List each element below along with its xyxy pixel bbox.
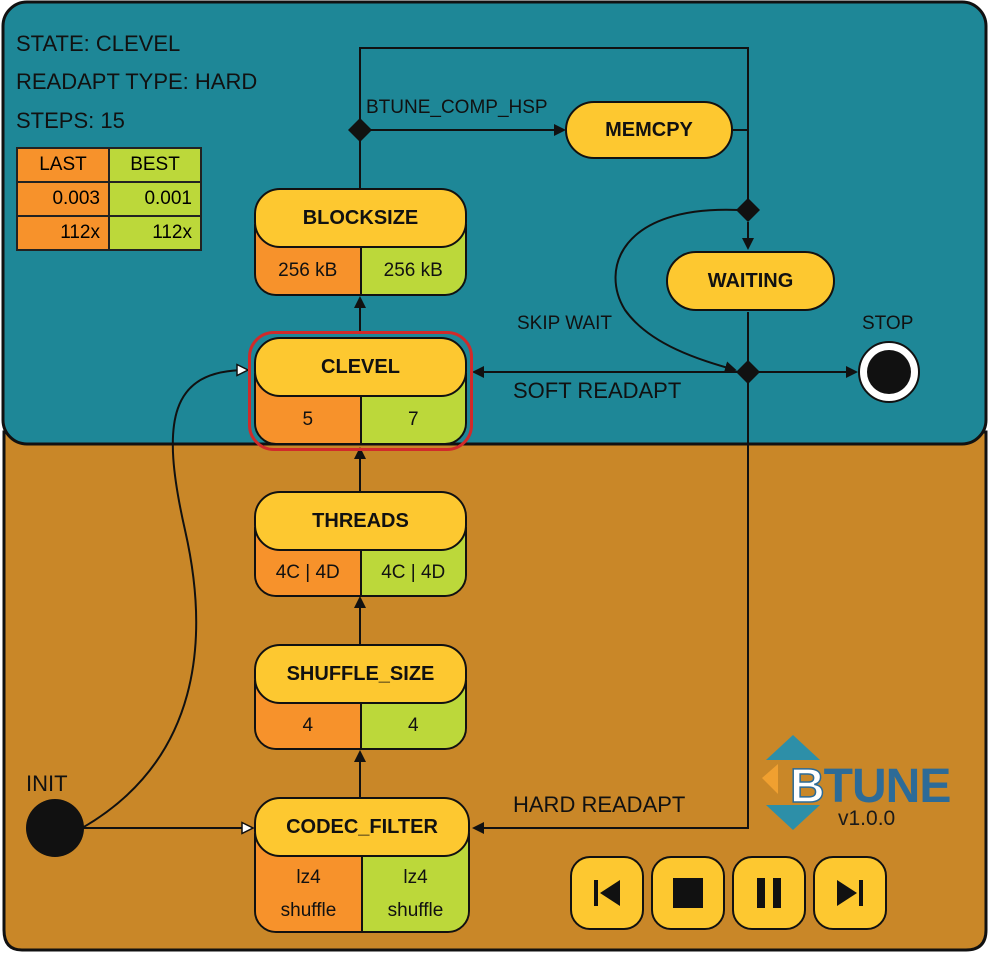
label-stop: STOP	[862, 313, 914, 334]
logo-diamond-left	[762, 764, 778, 794]
score-table-header: LAST BEST	[16, 147, 202, 183]
stop-icon	[673, 878, 703, 908]
node-title: CODEC_FILTER	[254, 797, 470, 857]
pause-icon	[757, 878, 781, 908]
label-init: INIT	[26, 771, 68, 796]
init-state	[26, 799, 84, 857]
node-blocksize: BLOCKSIZE 256 kB 256 kB	[254, 188, 467, 296]
decision-diamond-comp	[348, 118, 372, 142]
node-title: BLOCKSIZE	[254, 188, 467, 248]
score-table: LAST BEST 0.003 0.001 112x 112x	[16, 147, 202, 251]
readapt-type-text: READAPT TYPE: HARD	[16, 69, 258, 94]
logo-letter-b: B	[789, 759, 825, 814]
best-value: 112x	[108, 215, 202, 251]
best-filter: shuffle	[387, 900, 444, 921]
decision-diamond-readapt	[736, 360, 760, 384]
version-label: v1.0.0	[838, 807, 896, 830]
node-title: SHUFFLE_SIZE	[254, 644, 467, 704]
logo-diamond-bottom	[766, 805, 820, 830]
node-threads: THREADS 4C | 4D 4C | 4D	[254, 491, 467, 597]
best-value: 0.001	[108, 181, 202, 217]
label-skip-wait: SKIP WAIT	[517, 313, 613, 334]
last-codec: lz4	[296, 867, 321, 888]
node-clevel: CLEVEL 5 7	[254, 337, 467, 445]
score-row-speed: 0.003 0.001	[16, 181, 202, 217]
last-value: 112x	[16, 215, 110, 251]
label-btune-comp-hsp: BTUNE_COMP_HSP	[366, 97, 548, 118]
pause-button[interactable]	[732, 856, 806, 930]
last-filter: shuffle	[280, 900, 337, 921]
last-value: 0.003	[16, 181, 110, 217]
node-shuffle-size: SHUFFLE_SIZE 4 4	[254, 644, 467, 750]
score-row-ratio: 112x 112x	[16, 215, 202, 251]
skip-to-end-button[interactable]	[813, 856, 887, 930]
col-last-header: LAST	[16, 147, 110, 183]
state-text: STATE: CLEVEL	[16, 31, 181, 56]
bottom-panel	[2, 430, 988, 952]
label-soft-readapt: SOFT READAPT	[513, 378, 682, 403]
stop-button[interactable]	[651, 856, 725, 930]
skip-to-start-icon	[594, 880, 620, 906]
node-memcpy: MEMCPY	[565, 101, 733, 159]
active-state-highlight	[248, 331, 473, 451]
logo-diamond-top	[766, 735, 820, 760]
edge-init-to-clevel	[81, 370, 247, 829]
edge-skip-wait	[614, 208, 740, 374]
skip-to-end-icon	[837, 880, 863, 906]
logo-text: TUNE	[823, 760, 952, 813]
skip-to-start-button[interactable]	[570, 856, 644, 930]
col-best-header: BEST	[108, 147, 202, 183]
best-codec: lz4	[403, 867, 428, 888]
steps-text: STEPS: 15	[16, 108, 125, 133]
node-title: CLEVEL	[254, 337, 467, 397]
top-panel	[1, 0, 988, 446]
node-codec-filter: CODEC_FILTER lz4 shuffle lz4 shuffle	[254, 797, 470, 933]
node-waiting: WAITING	[666, 251, 835, 311]
decision-diamond-wait	[736, 198, 760, 222]
stop-state-core	[867, 350, 911, 394]
btune-logo: BTUNE	[789, 759, 952, 814]
edge-hard-readapt	[472, 383, 749, 834]
node-title: THREADS	[254, 491, 467, 551]
label-hard-readapt: HARD READAPT	[513, 792, 686, 817]
